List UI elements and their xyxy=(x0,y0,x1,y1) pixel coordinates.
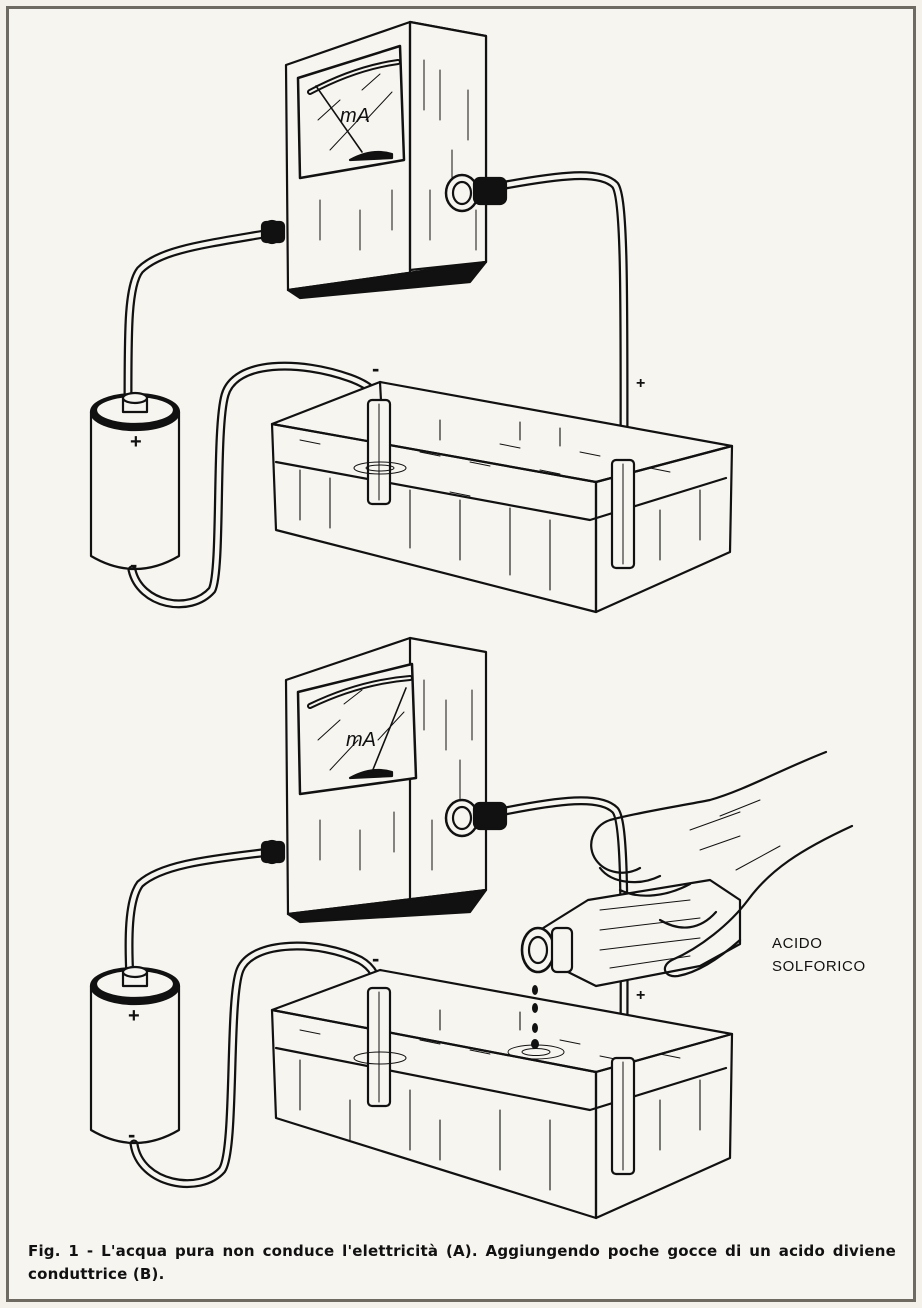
battery-b-minus: - xyxy=(128,1122,135,1147)
battery-a-minus: - xyxy=(130,552,137,577)
milliammeter-a: mA xyxy=(262,22,506,298)
electrode-a-minus: - xyxy=(372,356,379,381)
battery-b: + - xyxy=(91,967,179,1147)
battery-a: + - xyxy=(91,393,179,577)
electrode-a-plus: + xyxy=(636,375,645,392)
setup-b: mA + - xyxy=(91,638,852,1218)
acid-label: ACIDO SOLFORICO xyxy=(772,932,866,978)
basin-a: - + xyxy=(272,356,732,612)
acid-label-line-1: ACIDO xyxy=(772,932,866,955)
milliammeter-b: mA xyxy=(262,638,506,922)
electrode-b-minus: - xyxy=(372,946,379,971)
electrode-b-plus: + xyxy=(636,987,645,1004)
meter-unit-b: mA xyxy=(346,729,376,751)
battery-b-plus: + xyxy=(128,1005,140,1027)
figure-caption: Fig. 1 - L'acqua pura non conduce l'elet… xyxy=(28,1240,896,1286)
acid-bottle xyxy=(522,880,740,986)
setup-a: mA + - xyxy=(91,22,732,612)
basin-b: - + xyxy=(272,946,732,1218)
battery-a-plus: + xyxy=(130,431,142,453)
acid-label-line-2: SOLFORICO xyxy=(772,955,866,978)
meter-unit-a: mA xyxy=(340,105,370,127)
